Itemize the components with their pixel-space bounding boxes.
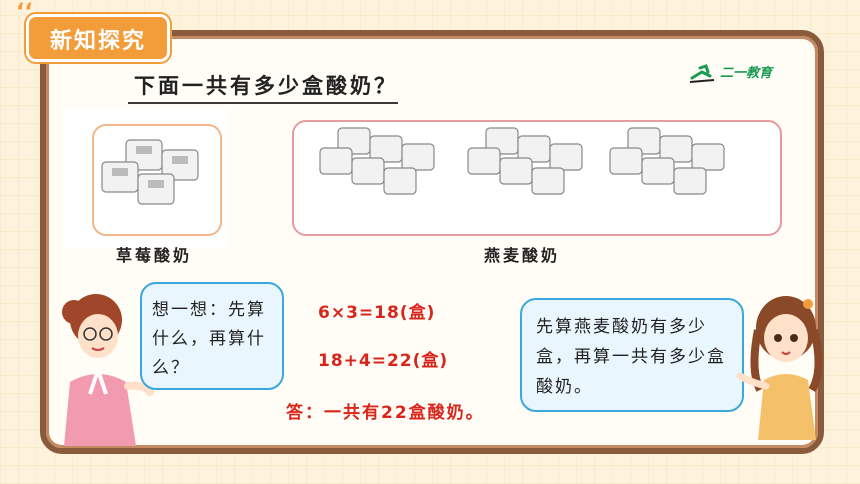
student-illustration [736, 296, 823, 440]
teacher-illustration [62, 294, 154, 446]
oat-yogurt-groups [319, 127, 725, 195]
student-speech-text: 先算燕麦酸奶有多少盒，再算一共有多少盒酸奶。 [536, 317, 726, 397]
strawberry-yogurt-group [101, 139, 199, 205]
runner-logo-icon [689, 64, 715, 83]
strawberry-group-frame [92, 124, 222, 236]
teacher-speech-text: 想一想：先算什么，再算什么？ [152, 300, 266, 378]
answer-text: 答：一共有22盒酸奶。 [286, 403, 485, 423]
question-underline [128, 102, 398, 104]
teacher-speech-bubble: 想一想：先算什么，再算什么？ [140, 282, 284, 390]
section-tag: 新知探究 [26, 14, 170, 62]
logo-text: 二一教育 [720, 66, 773, 81]
equation-1: 6×3=18(盒) [318, 303, 436, 323]
strawberry-label: 草莓酸奶 [116, 246, 193, 265]
oat-label: 燕麦酸奶 [484, 246, 561, 265]
section-tag-label: 新知探究 [49, 29, 146, 54]
student-speech-bubble: 先算燕麦酸奶有多少盒，再算一共有多少盒酸奶。 [520, 298, 744, 412]
equation-2: 18+4=22(盒) [318, 351, 449, 371]
logo [688, 62, 788, 84]
question-text: 下面一共有多少盒酸奶？ [134, 74, 398, 98]
